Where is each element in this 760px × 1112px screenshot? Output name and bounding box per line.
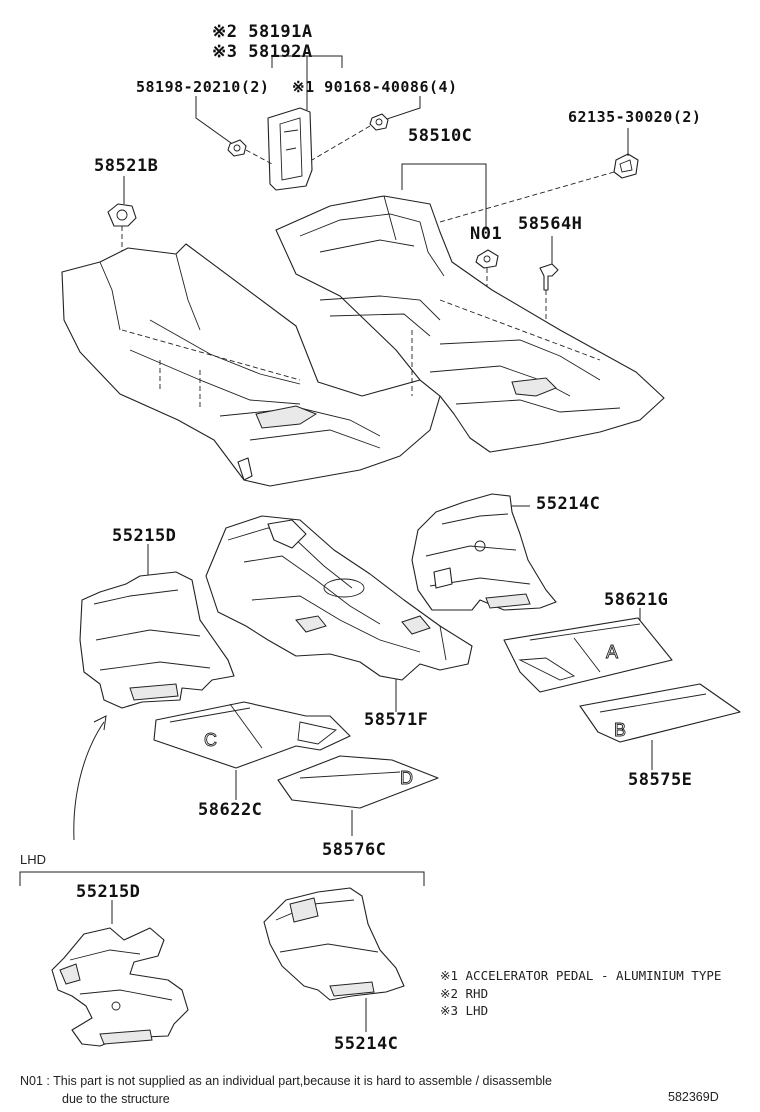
label-58198-20210: 58198-20210(2)	[136, 78, 270, 96]
mat-letter-d: D	[400, 768, 413, 788]
silencer-55214c	[411, 493, 557, 611]
lhd-section-label: LHD	[20, 852, 47, 867]
clip-58521b	[107, 203, 137, 227]
nut-n01	[475, 249, 499, 269]
silencer-55215d	[79, 571, 235, 709]
label-58621g: 58621G	[604, 590, 669, 610]
mat-letter-b: B	[614, 720, 626, 740]
label-58575e: 58575E	[628, 770, 693, 790]
leader-58510c	[401, 163, 487, 230]
clip-62135	[613, 153, 639, 179]
note-3: ※3 LHD	[440, 1003, 489, 1018]
tunnel-insulator-58571f	[205, 515, 473, 681]
label-58192a: ※3 58192A	[212, 42, 313, 62]
label-55215d-lhd: 55215D	[76, 882, 141, 902]
label-58510c: 58510C	[408, 126, 473, 146]
label-90168-40086: ※1 90168-40086(4)	[292, 78, 458, 96]
silencer-55215d-lhd	[51, 927, 189, 1047]
label-58521b: 58521B	[94, 156, 159, 176]
lhd-bracket	[19, 871, 425, 886]
floor-carpet-58510c	[61, 195, 665, 487]
label-n01: N01	[470, 224, 503, 244]
label-55214c-top: 55214C	[536, 494, 601, 514]
floor-mat-58621g	[503, 617, 673, 693]
label-58571f: 58571F	[364, 710, 429, 730]
footnote-line-2: due to the structure	[62, 1092, 170, 1106]
arrow-to-lhd	[73, 715, 107, 841]
label-55214c-lhd: 55214C	[334, 1034, 399, 1054]
diagram-code: 582369D	[668, 1090, 719, 1104]
label-55215d-top: 55215D	[112, 526, 177, 546]
label-58564h: 58564H	[518, 214, 583, 234]
dash-bolt-left	[245, 149, 273, 165]
mat-letter-a: A	[606, 642, 618, 662]
note-1: ※1 ACCELERATOR PEDAL - ALUMINIUM TYPE	[440, 968, 722, 983]
bolt-90168	[369, 113, 389, 131]
clip-58564h	[539, 263, 559, 291]
pedal-plate-part	[267, 107, 313, 191]
floor-mat-58575e	[579, 683, 741, 743]
silencer-55214c-lhd	[263, 887, 405, 1001]
note-2: ※2 RHD	[440, 986, 489, 1001]
label-62135-30020: 62135-30020(2)	[568, 108, 702, 126]
label-58576c: 58576C	[322, 840, 387, 860]
leader-58198	[195, 96, 239, 149]
floor-mat-58576c	[277, 755, 439, 809]
bolt-58198	[227, 139, 247, 157]
footnote-line-1: N01 : This part is not supplied as an in…	[20, 1074, 553, 1088]
dash-bolt-right	[311, 125, 371, 161]
mat-letter-c: C	[204, 730, 217, 750]
dash-clip-62135	[439, 171, 615, 223]
floor-mat-58622c	[153, 701, 351, 769]
label-58191a: ※2 58191A	[212, 22, 313, 42]
leader-90168	[377, 96, 421, 123]
label-58622c: 58622C	[198, 800, 263, 820]
